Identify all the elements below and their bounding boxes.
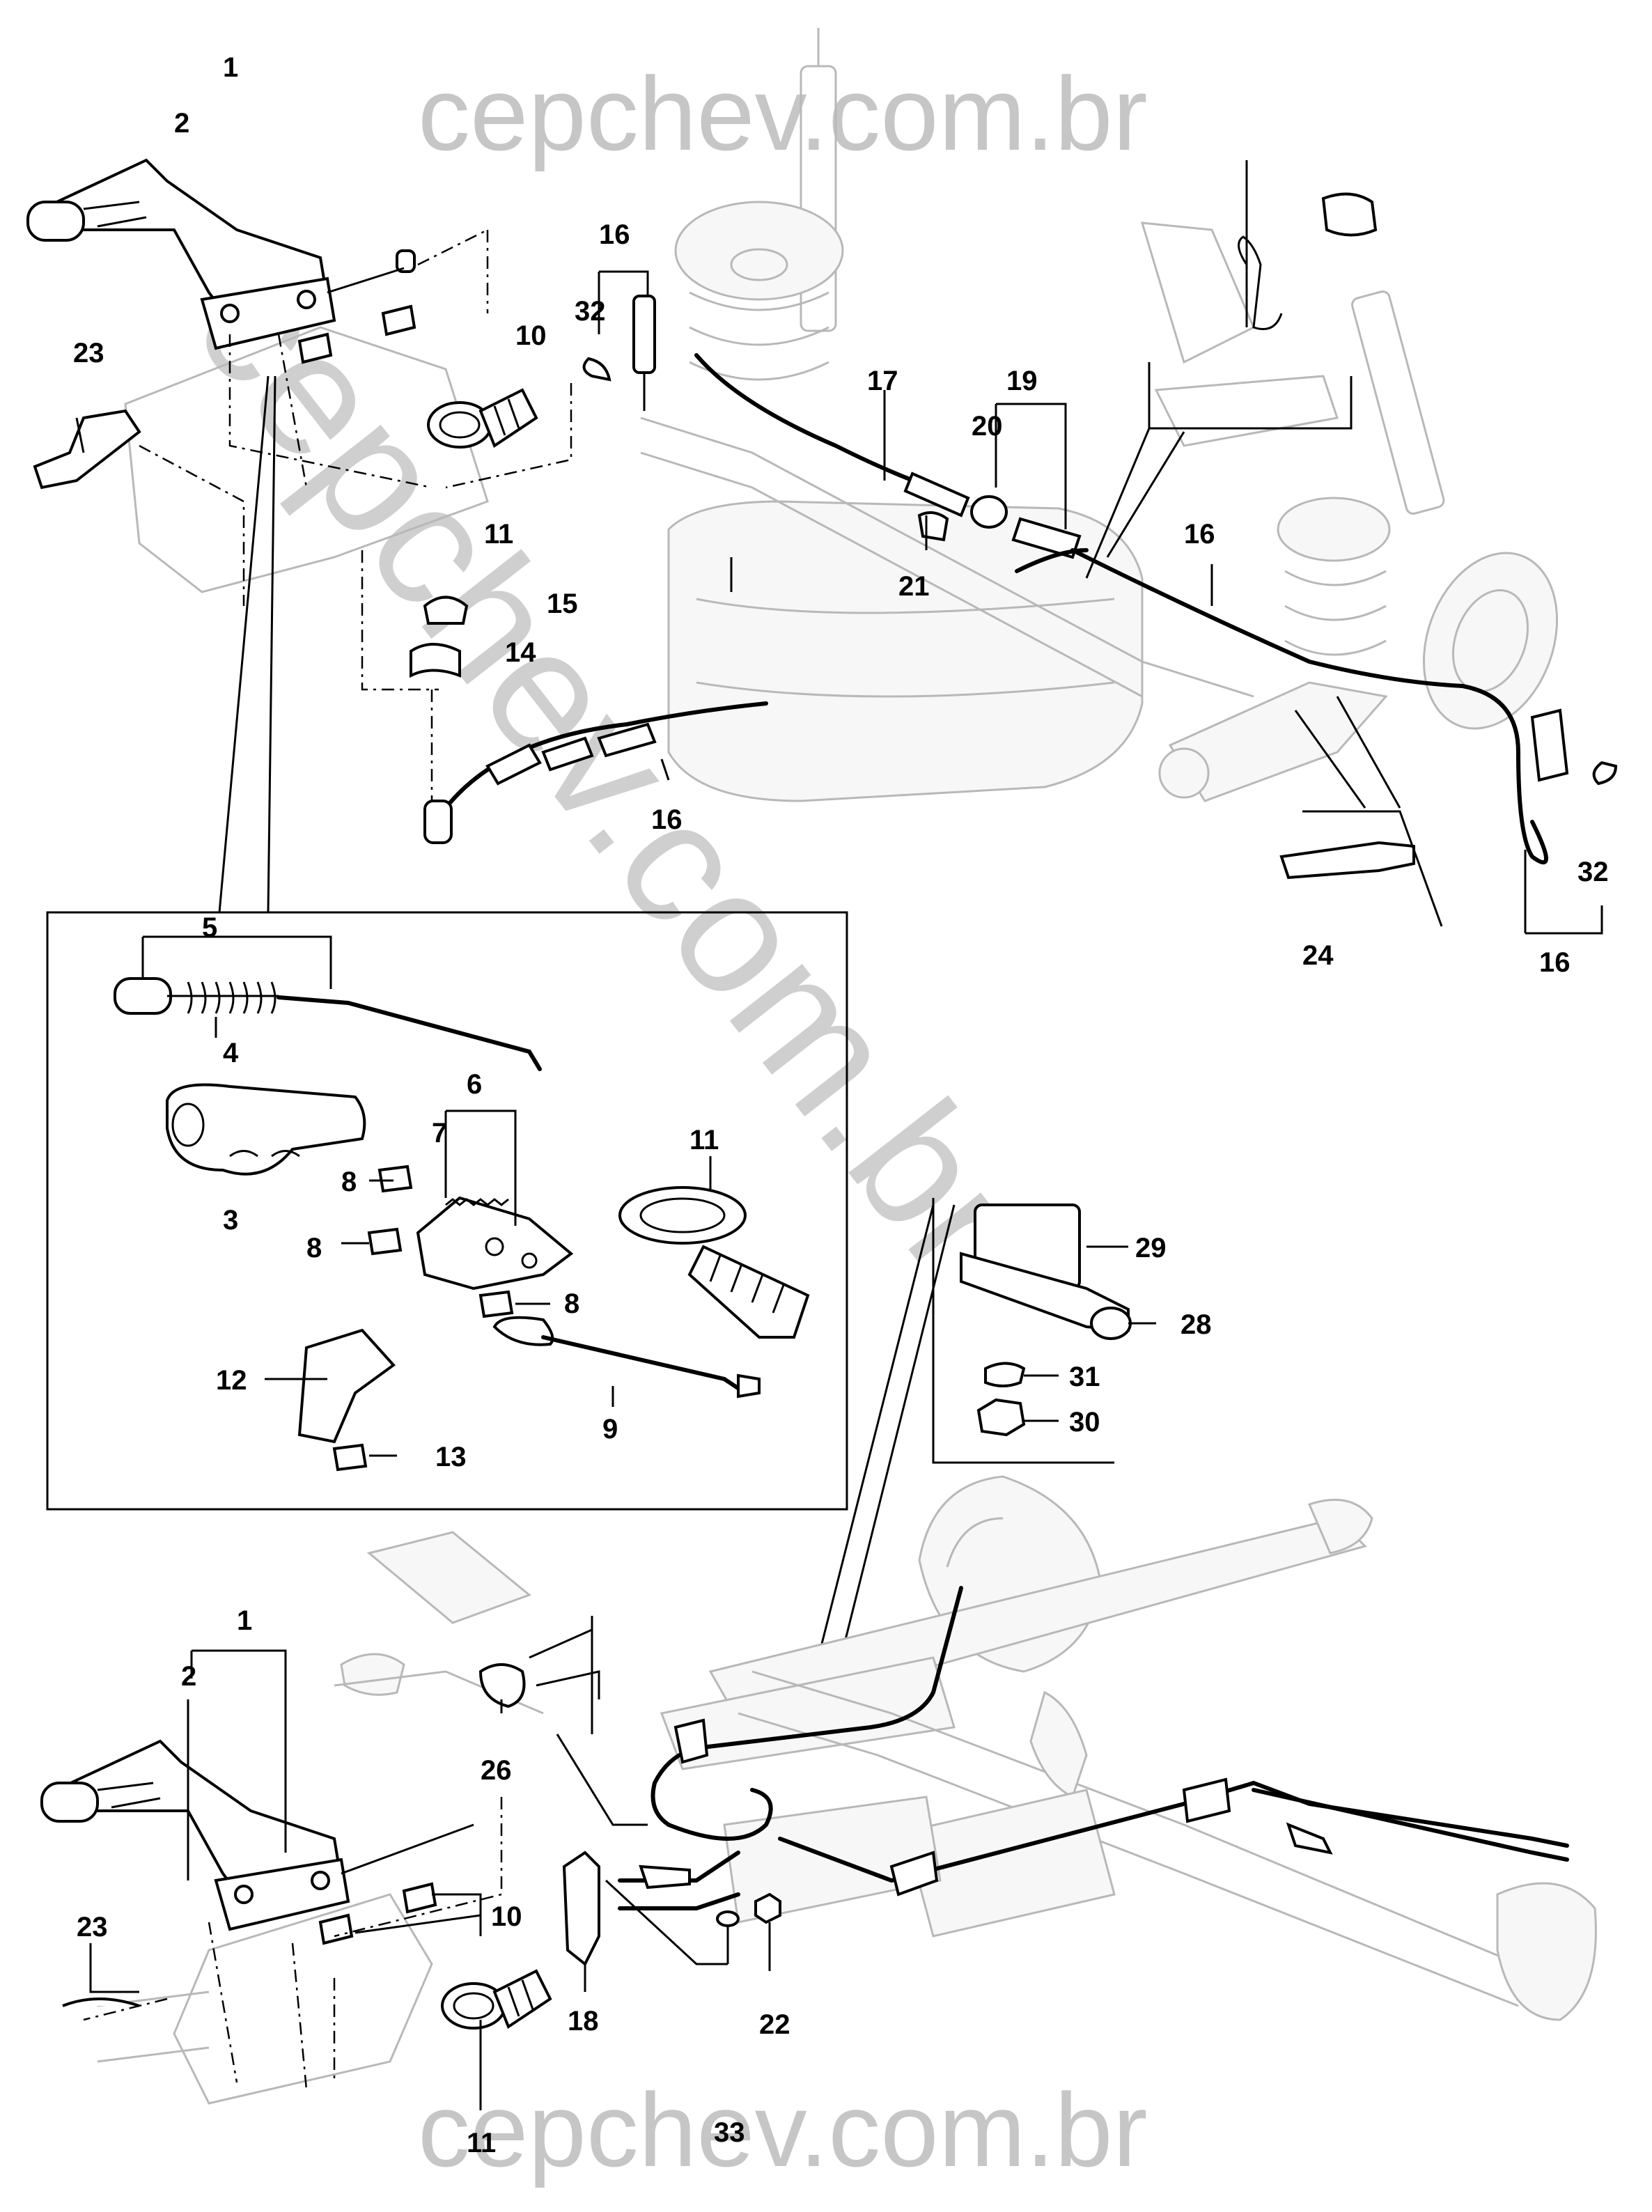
callout-33: 33 bbox=[714, 2117, 745, 2148]
callout-22: 22 bbox=[759, 2009, 790, 2040]
callout-7: 7 bbox=[432, 1118, 447, 1148]
callout-14: 14 bbox=[505, 637, 536, 668]
rear-cables-top bbox=[694, 353, 1618, 880]
callout-18: 18 bbox=[568, 2006, 599, 2036]
callout-32-a: 32 bbox=[575, 296, 606, 327]
callout-21: 21 bbox=[898, 571, 930, 602]
callout-labels: 1 2 10 23 11 15 14 16 32 17 19 20 21 16 … bbox=[73, 52, 1609, 2158]
callout-3: 3 bbox=[223, 1205, 238, 1236]
callout-24: 24 bbox=[1302, 940, 1334, 971]
callout-6: 6 bbox=[467, 1069, 482, 1100]
callout-26: 26 bbox=[481, 1755, 512, 1786]
rear-cables-bottom bbox=[478, 1586, 1569, 1967]
callout-20: 20 bbox=[972, 411, 1003, 442]
bottom-leaders bbox=[89, 1616, 771, 2110]
callout-29: 29 bbox=[1135, 1233, 1167, 1263]
callout-23-top: 23 bbox=[73, 338, 104, 368]
callout-10-top: 10 bbox=[515, 320, 547, 351]
callout-2-top: 2 bbox=[174, 108, 189, 139]
callout-19: 19 bbox=[1006, 366, 1038, 396]
watermark-top: cepchev.com.br bbox=[418, 55, 1148, 172]
callout-23-bottom: 23 bbox=[77, 1912, 108, 1942]
callout-8-a: 8 bbox=[341, 1167, 357, 1197]
callout-8-b: 8 bbox=[306, 1233, 322, 1263]
callout-5: 5 bbox=[202, 912, 217, 943]
callout-17: 17 bbox=[867, 366, 898, 396]
truck-chassis-context bbox=[97, 1475, 1597, 2105]
callout-4: 4 bbox=[223, 1038, 239, 1068]
watermark-bottom: cepchev.com.br bbox=[418, 2071, 1148, 2188]
callout-2-bottom: 2 bbox=[181, 1661, 196, 1692]
bottom-lever-assembly bbox=[40, 1739, 552, 2090]
bracket-detail bbox=[820, 1198, 1156, 1651]
callout-16-c: 16 bbox=[651, 804, 683, 835]
callout-31: 31 bbox=[1069, 1362, 1100, 1392]
inset-frame bbox=[46, 911, 848, 1511]
callout-15: 15 bbox=[547, 589, 578, 619]
callout-11-top: 11 bbox=[484, 519, 513, 550]
callout-16-a: 16 bbox=[599, 219, 630, 250]
callout-10-bottom: 10 bbox=[491, 1901, 522, 1932]
callout-11-bottom: 11 bbox=[467, 2128, 496, 2158]
top-right-leaders bbox=[598, 160, 1603, 935]
callout-16-b: 16 bbox=[1184, 519, 1215, 550]
front-cable-top bbox=[423, 701, 768, 844]
callout-8-c: 8 bbox=[564, 1288, 579, 1319]
callout-28: 28 bbox=[1180, 1309, 1212, 1340]
inset-components bbox=[114, 375, 810, 1472]
callout-32-b: 32 bbox=[1577, 857, 1609, 887]
callout-1-bottom: 1 bbox=[237, 1605, 252, 1636]
callout-11-inset: 11 bbox=[689, 1125, 719, 1155]
top-lever-assembly bbox=[26, 158, 656, 801]
callout-16-d: 16 bbox=[1539, 947, 1571, 978]
callout-9: 9 bbox=[602, 1414, 618, 1444]
rear-suspension-context bbox=[640, 28, 1559, 802]
inset-leaders bbox=[141, 935, 712, 1457]
callout-12: 12 bbox=[216, 1365, 247, 1396]
callout-13: 13 bbox=[435, 1442, 467, 1472]
callout-30: 30 bbox=[1069, 1407, 1100, 1438]
callout-1-top: 1 bbox=[223, 52, 238, 83]
